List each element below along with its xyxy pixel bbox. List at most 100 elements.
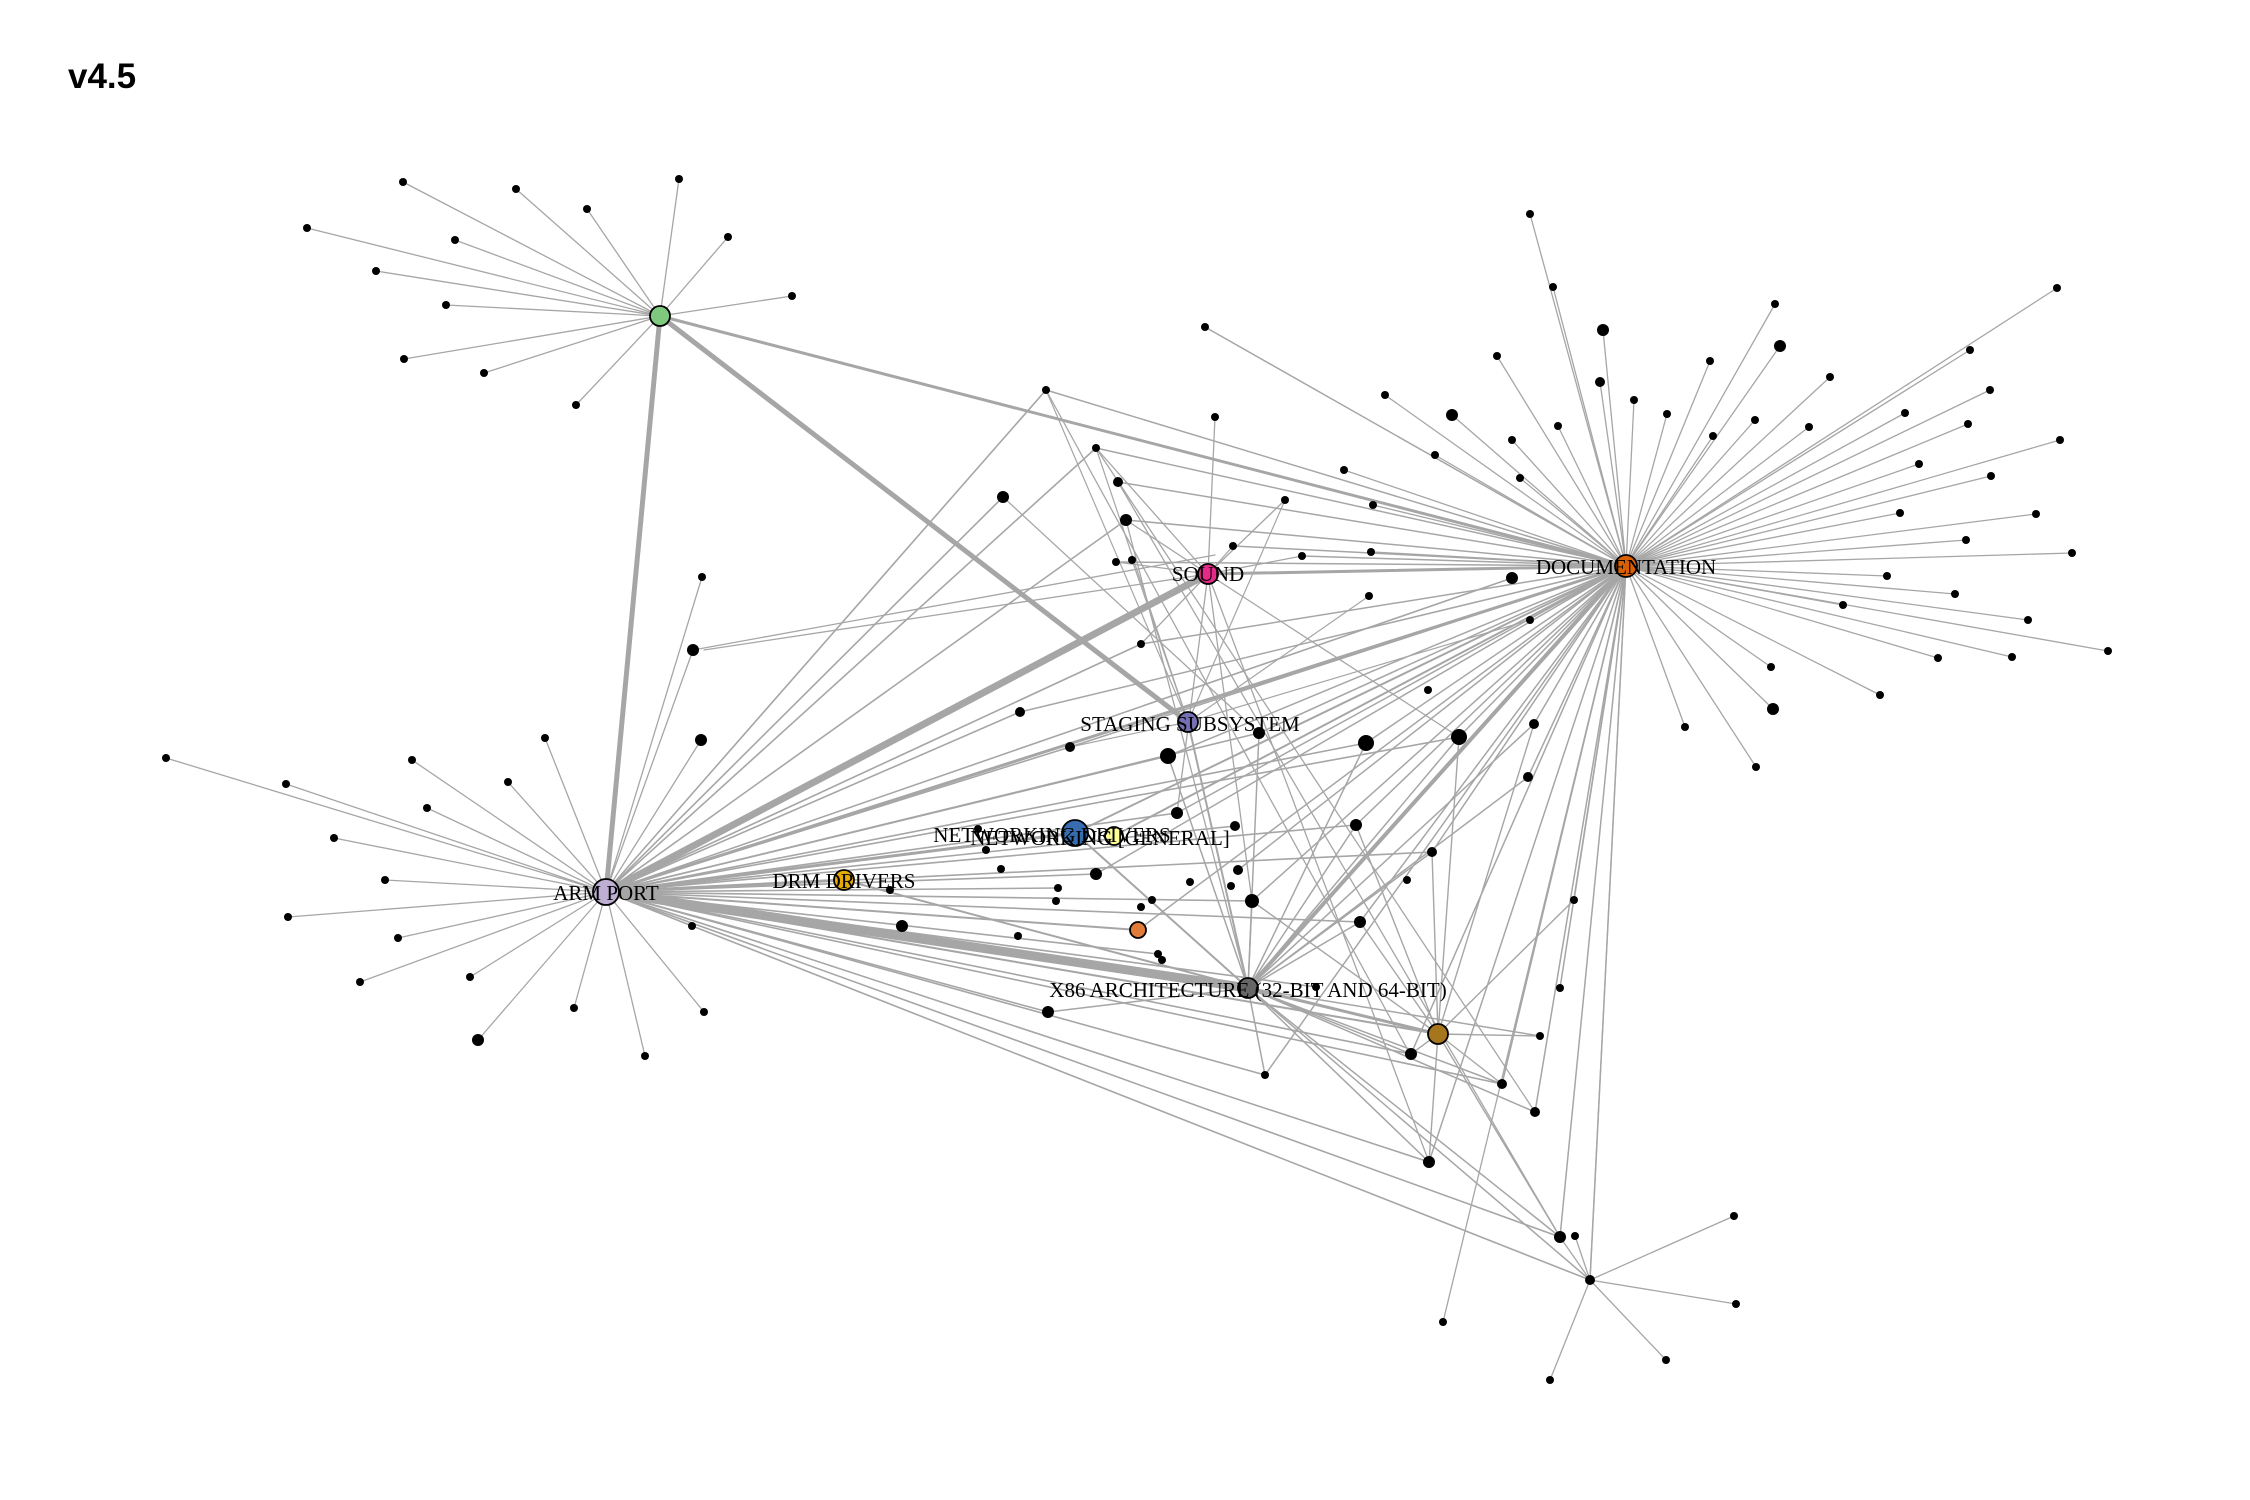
leaf-node bbox=[2068, 549, 2076, 557]
graph-edge bbox=[402, 181, 661, 317]
graph-edge bbox=[544, 737, 607, 893]
hub-node-netgen bbox=[1104, 826, 1124, 846]
leaf-node bbox=[1451, 729, 1467, 745]
leaf-node bbox=[162, 754, 170, 762]
leaf-node bbox=[1526, 210, 1534, 218]
graph-edge bbox=[605, 891, 1253, 902]
leaf-node bbox=[472, 1034, 484, 1046]
leaf-node bbox=[1530, 1107, 1540, 1117]
graph-edge bbox=[1140, 565, 1627, 645]
leaf-node bbox=[399, 178, 407, 186]
leaf-node bbox=[1901, 409, 1909, 417]
graph-edge bbox=[605, 891, 1503, 1085]
leaf-node bbox=[1662, 1356, 1670, 1364]
leaf-node bbox=[1597, 324, 1609, 336]
graph-edge bbox=[1207, 573, 1460, 738]
leaf-node bbox=[1529, 719, 1539, 729]
leaf-node bbox=[1358, 735, 1374, 751]
hub-node-green bbox=[649, 305, 671, 327]
leaf-node bbox=[700, 1008, 708, 1016]
graph-edge bbox=[1095, 447, 1536, 1113]
graph-edge bbox=[1451, 414, 1627, 567]
graph-edge bbox=[1625, 565, 1772, 668]
graph-edge bbox=[507, 781, 607, 893]
leaf-node bbox=[974, 825, 982, 833]
graph-edge bbox=[659, 295, 793, 317]
graph-edge bbox=[285, 783, 607, 893]
node-label-staging: STAGING SUBSYSTEM bbox=[1080, 712, 1300, 736]
leaf-node bbox=[1369, 501, 1377, 509]
leaf-node bbox=[1986, 386, 1994, 394]
graph-edge bbox=[1549, 1279, 1591, 1381]
graph-edge bbox=[1589, 1279, 1667, 1361]
leaf-node bbox=[480, 369, 488, 377]
graph-edge bbox=[1207, 416, 1216, 575]
graph-edge bbox=[605, 891, 1561, 1238]
leaf-node bbox=[1751, 416, 1759, 424]
graph-edge bbox=[605, 891, 1159, 955]
graph-edge bbox=[605, 739, 702, 893]
leaf-node bbox=[1876, 691, 1884, 699]
graph-edge bbox=[1501, 565, 1627, 1085]
leaf-node bbox=[1663, 410, 1671, 418]
graph-edge bbox=[1204, 326, 1627, 567]
leaf-node bbox=[1987, 472, 1995, 480]
graph-edge bbox=[1625, 349, 1971, 567]
graph-edge bbox=[1246, 564, 1628, 990]
graph-edge bbox=[605, 736, 1460, 893]
graph-edge bbox=[483, 315, 661, 374]
graph-edge bbox=[445, 304, 661, 317]
graph-edge bbox=[659, 236, 729, 317]
leaf-node bbox=[1508, 436, 1516, 444]
leaf-node bbox=[1446, 409, 1458, 421]
leaf-node bbox=[2024, 616, 2032, 624]
hub-node-staging bbox=[1177, 711, 1199, 733]
leaf-node bbox=[451, 236, 459, 244]
graph-edge bbox=[1625, 512, 1901, 567]
graph-edge bbox=[1095, 565, 1627, 875]
graph-edge bbox=[1355, 824, 1439, 1035]
graph-edge bbox=[1384, 394, 1627, 567]
graph-edge bbox=[605, 891, 1139, 931]
graph-edge bbox=[604, 831, 1077, 894]
leaf-node bbox=[2056, 436, 2064, 444]
leaf-node bbox=[1211, 413, 1219, 421]
graph-edge bbox=[605, 891, 1266, 1076]
graph-edge bbox=[1047, 987, 1249, 1013]
graph-edge bbox=[605, 742, 1367, 893]
graph-edge bbox=[1559, 565, 1627, 1238]
graph-edge bbox=[1625, 565, 1844, 606]
graph-edge bbox=[1552, 286, 1627, 567]
graph-edge bbox=[605, 891, 646, 1057]
leaf-node bbox=[572, 401, 580, 409]
leaf-node bbox=[1964, 420, 1972, 428]
graph-edge bbox=[659, 178, 680, 317]
graph-edge bbox=[1625, 413, 1668, 567]
graph-edge bbox=[1602, 329, 1627, 567]
graph-edge bbox=[1437, 723, 1535, 1035]
graph-edge bbox=[1511, 439, 1627, 567]
graph-edge bbox=[1625, 565, 1881, 696]
graph-edge bbox=[1247, 900, 1253, 989]
graph-edge bbox=[604, 564, 1628, 894]
graph-edge bbox=[1207, 573, 1253, 902]
hub-node-layer bbox=[592, 305, 1638, 1045]
graph-edge bbox=[1519, 477, 1627, 567]
graph-edge bbox=[605, 891, 1361, 923]
graph-edge bbox=[605, 447, 1097, 893]
graph-edge bbox=[1458, 565, 1627, 738]
graph-edge bbox=[1625, 412, 1906, 567]
hub-node-arm bbox=[592, 878, 620, 906]
graph-edge bbox=[1074, 565, 1627, 834]
leaf-node bbox=[1493, 352, 1501, 360]
graph-title: v4.5 bbox=[68, 57, 136, 96]
leaf-node bbox=[1732, 1300, 1740, 1308]
graph-edge bbox=[1365, 565, 1627, 744]
graph-edge bbox=[605, 711, 1021, 893]
graph-edge bbox=[1207, 555, 1303, 575]
leaf-node bbox=[423, 804, 431, 812]
node-label-sound: SOUND bbox=[1172, 562, 1244, 586]
graph-edge bbox=[1625, 345, 1781, 567]
leaf-node bbox=[1730, 1212, 1738, 1220]
graph-edge bbox=[1437, 736, 1460, 1035]
